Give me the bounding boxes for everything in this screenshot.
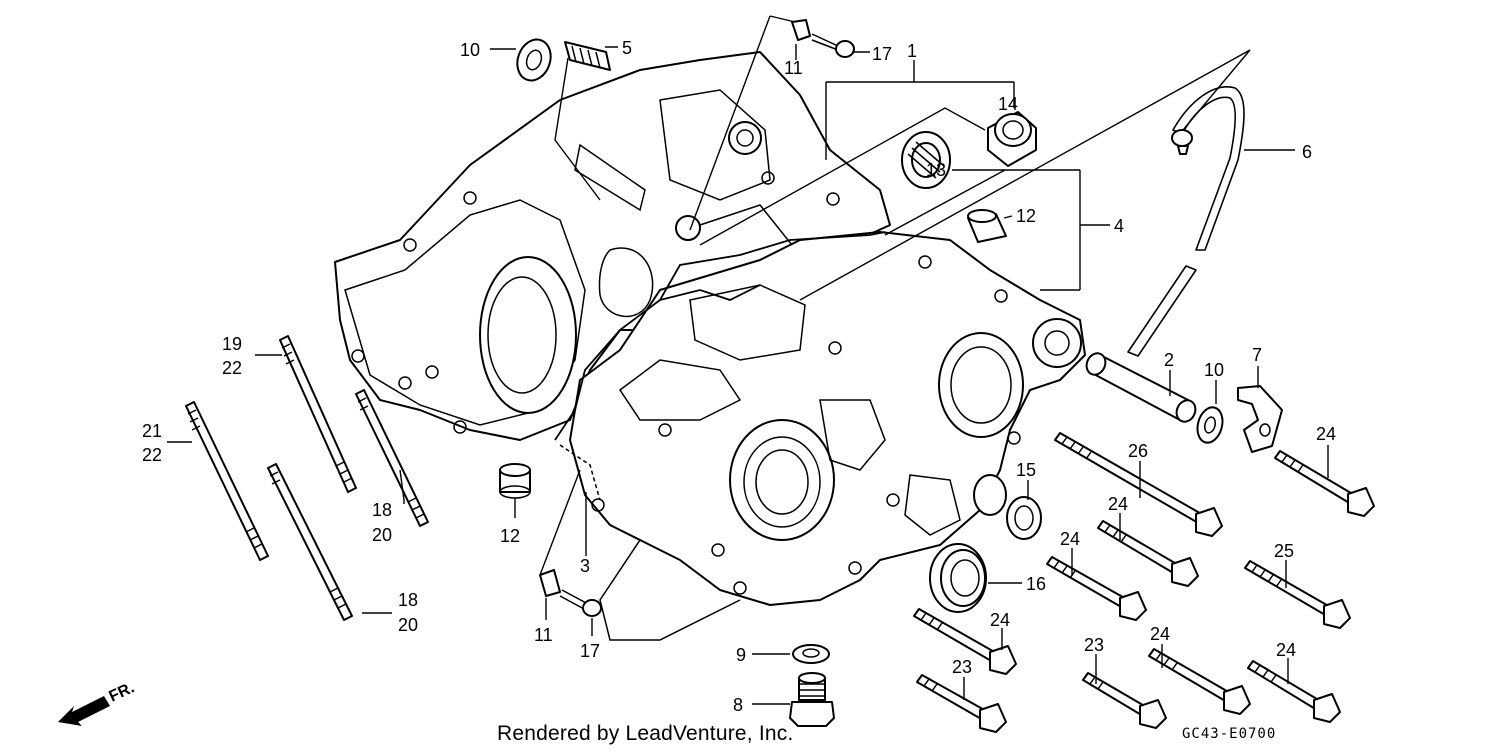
label-11-lower: 11	[534, 625, 553, 645]
bolt-26	[1054, 432, 1223, 537]
callout-labels: 1 2 3 4 5 6 7 8 9 10 10 11 11 12 12 13 1…	[142, 38, 1336, 715]
front-direction-marker: FR.	[58, 679, 137, 726]
label-24-d: 24	[990, 610, 1010, 630]
bolt-24-e	[1148, 648, 1251, 715]
diagram-code: GC43-E0700	[1182, 726, 1277, 742]
label-18-lower: 18	[398, 590, 418, 610]
bolt-17-lower	[559, 589, 602, 617]
label-24-c: 24	[1060, 529, 1080, 549]
bolt-24-c	[1046, 556, 1147, 621]
label-14: 14	[998, 94, 1018, 114]
label-20-upper: 20	[372, 525, 392, 545]
label-24-a: 24	[1316, 424, 1336, 444]
render-credit: Rendered by LeadVenture, Inc.	[497, 722, 794, 745]
label-12-lower: 12	[500, 526, 520, 546]
bolt-23-b	[1082, 672, 1167, 729]
washer-10-right	[1196, 406, 1224, 444]
label-24-b: 24	[1108, 494, 1128, 514]
oil-seal-15	[1006, 496, 1042, 540]
bolt-24-d	[913, 608, 1017, 675]
right-crankcase-half	[569, 231, 1086, 641]
label-10-right: 10	[1204, 360, 1224, 380]
label-3: 3	[580, 556, 590, 576]
label-6: 6	[1302, 142, 1312, 162]
label-9: 9	[736, 645, 746, 665]
label-24-e: 24	[1150, 624, 1170, 644]
bolt-25	[1244, 560, 1351, 629]
bearing-14	[987, 111, 1037, 167]
part-5-spring	[564, 41, 611, 71]
label-10-upper: 10	[460, 40, 480, 60]
label-21: 21	[142, 421, 162, 441]
label-12-upper: 12	[1016, 206, 1036, 226]
oil-seal-16	[929, 543, 987, 613]
bolt-24-a	[1274, 450, 1375, 517]
front-arrow-icon	[58, 696, 110, 726]
drain-bolt-8	[789, 672, 835, 727]
label-19: 19	[222, 334, 242, 354]
left-crankcase-half	[334, 51, 891, 441]
label-22-lower: 22	[142, 445, 162, 465]
label-26: 26	[1128, 441, 1148, 461]
label-17-upper: 17	[872, 44, 892, 64]
label-16: 16	[1026, 574, 1046, 594]
label-23-right: 23	[1084, 635, 1104, 655]
label-18-upper: 18	[372, 500, 392, 520]
label-5: 5	[622, 38, 632, 58]
clip-11-upper	[791, 19, 811, 41]
label-17-lower: 17	[580, 641, 600, 661]
label-1: 1	[907, 41, 917, 61]
bolt-17-upper	[811, 33, 855, 58]
label-15: 15	[1016, 460, 1036, 480]
bolt-23-a	[916, 674, 1007, 733]
washer-9	[792, 644, 830, 664]
clip-11-lower	[539, 569, 561, 597]
washer-10-upper	[516, 38, 552, 82]
bolt-24-b	[1097, 520, 1199, 587]
stud-19-22	[279, 335, 357, 493]
label-11-upper: 11	[784, 58, 803, 78]
leader-lines	[167, 15, 1329, 705]
dowel-pin-12-upper	[967, 209, 1007, 243]
stud-18-20-lower	[267, 463, 353, 621]
stud-21-22	[185, 401, 269, 561]
label-8: 8	[733, 695, 743, 715]
bearing-13	[901, 131, 951, 189]
pipe-2	[1085, 352, 1197, 423]
front-label: FR.	[107, 679, 138, 705]
label-23-left: 23	[952, 657, 972, 677]
label-25: 25	[1274, 541, 1294, 561]
label-4: 4	[1114, 216, 1124, 236]
label-20-lower: 20	[398, 615, 418, 635]
dowel-pin-12-lower	[499, 463, 531, 499]
bracket-7	[1237, 385, 1283, 453]
label-13: 13	[926, 160, 946, 180]
stud-18-20-upper	[355, 389, 429, 527]
gasket-3	[554, 231, 886, 501]
bolt-24-f	[1247, 660, 1341, 723]
label-7: 7	[1252, 345, 1262, 365]
label-22-upper: 22	[222, 358, 242, 378]
label-2: 2	[1164, 350, 1174, 370]
label-24-f: 24	[1276, 640, 1296, 660]
